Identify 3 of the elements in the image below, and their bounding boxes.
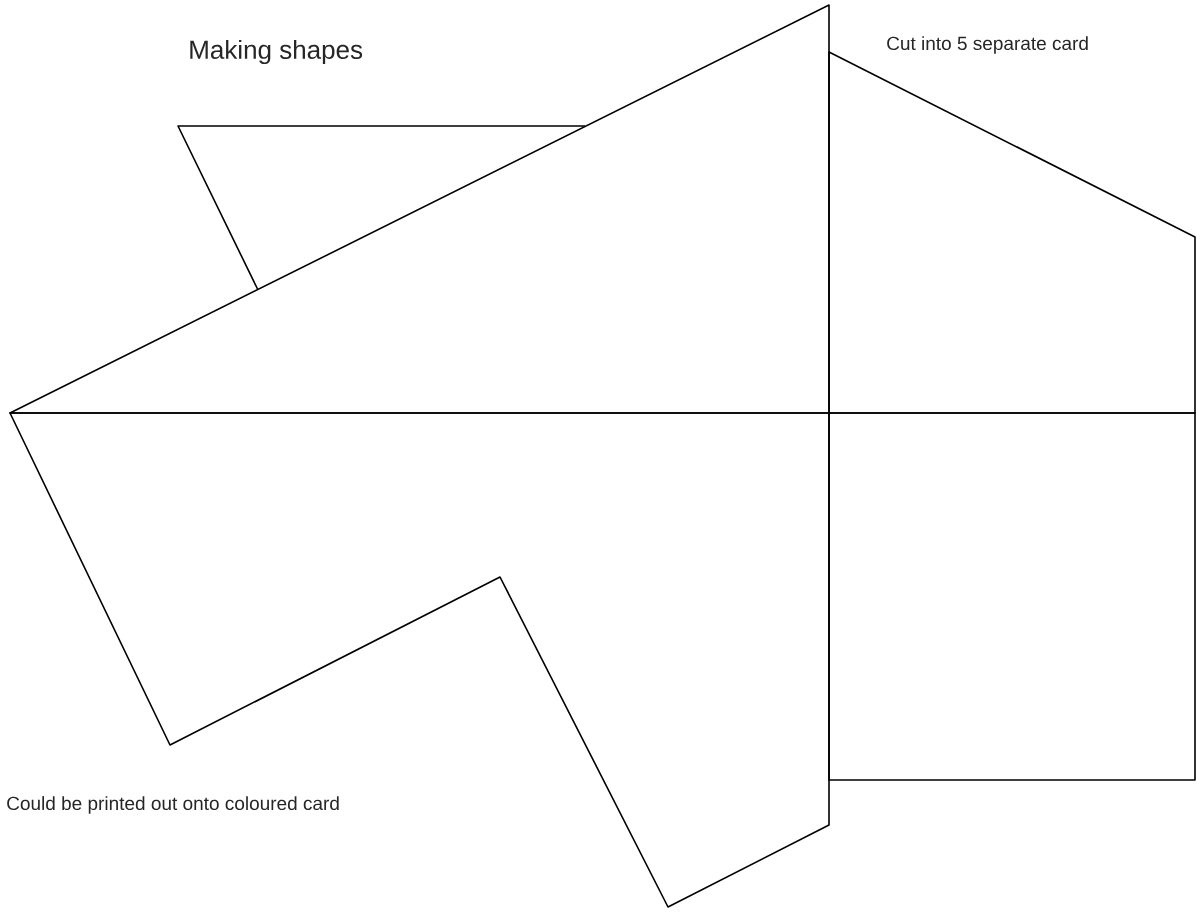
title: Making shapes <box>190 39 363 65</box>
note: Could be printed out onto coloured card <box>7 796 339 814</box>
note: Cut into 5 separate card <box>887 36 1088 54</box>
